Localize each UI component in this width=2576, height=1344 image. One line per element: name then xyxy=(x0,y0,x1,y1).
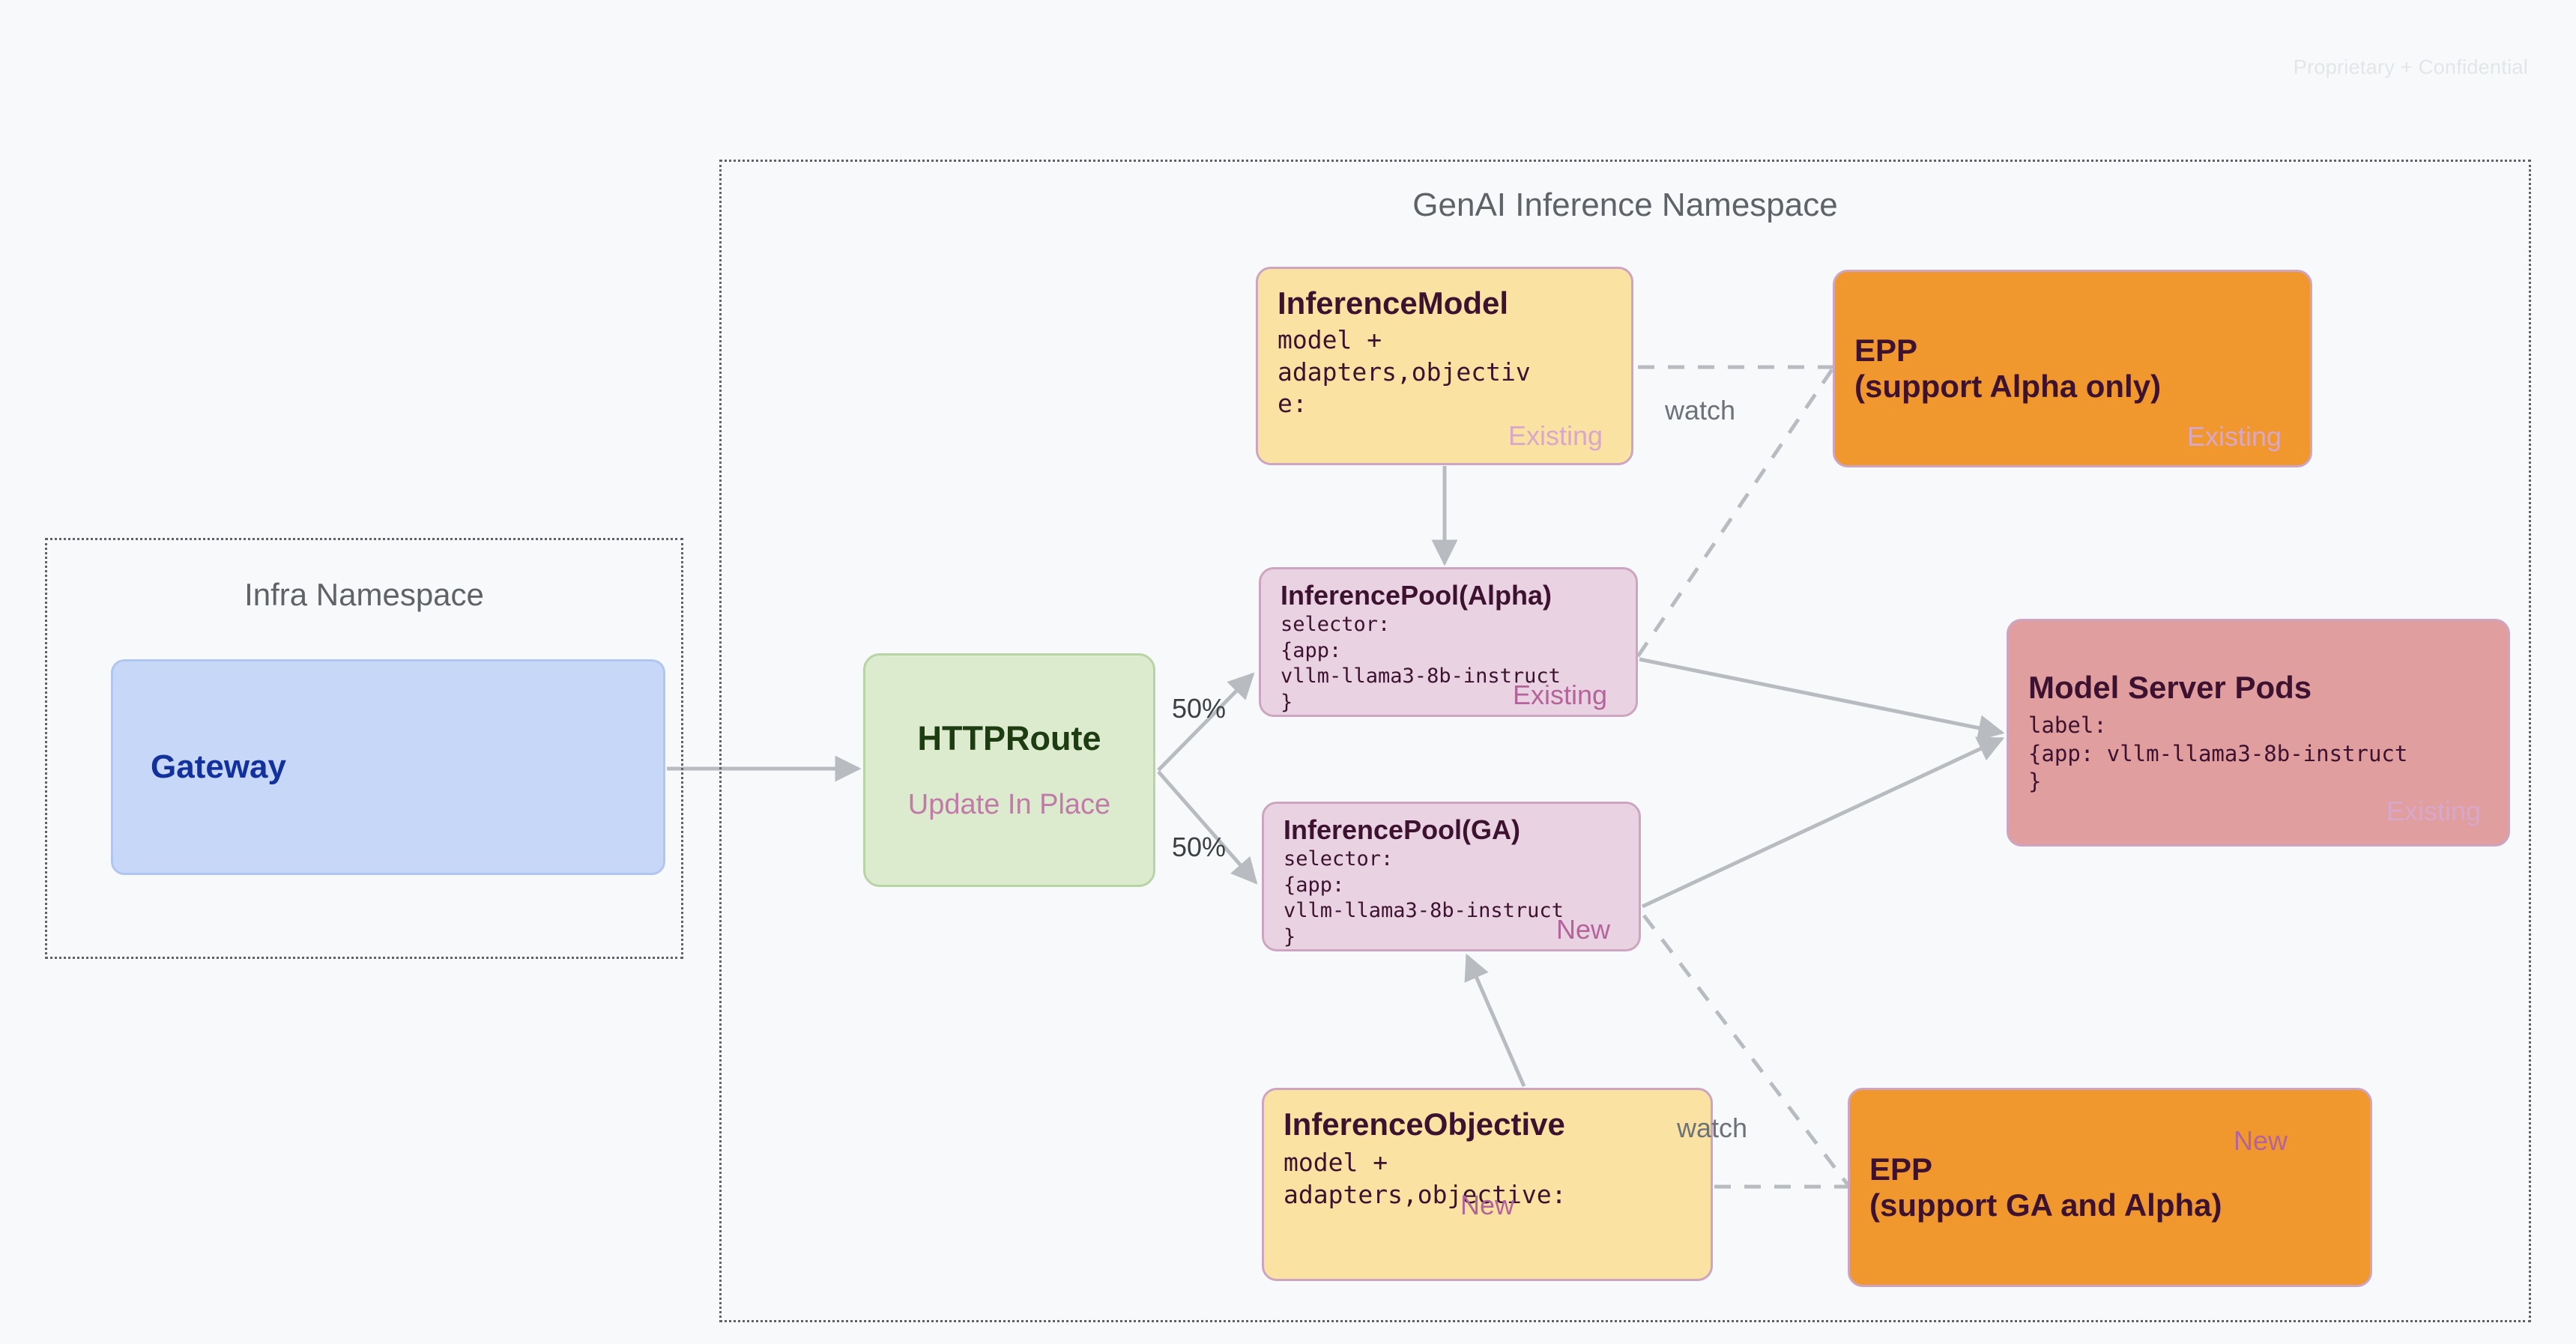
node-httproute[interactable]: HTTPRoute Update In Place xyxy=(863,653,1155,887)
model-pods-status-badge: Existing xyxy=(2386,796,2481,826)
node-epp-alpha[interactable]: EPP (support Alpha only) Existing xyxy=(1833,270,2312,467)
namespace-infra-title: Infra Namespace xyxy=(244,577,484,612)
epp-ga-title: EPP (support GA and Alpha) xyxy=(1869,1151,2222,1223)
httproute-title: HTTPRoute xyxy=(917,718,1101,757)
pool-ga-title: InferencePool(GA) xyxy=(1284,814,1521,845)
namespace-genai-title: GenAI Inference Namespace xyxy=(1412,187,1838,223)
epp-alpha-status-badge: Existing xyxy=(2186,421,2282,452)
inference-model-status-badge: Existing xyxy=(1508,420,1603,451)
pool-alpha-title: InferencePool(Alpha) xyxy=(1281,580,1552,611)
node-inference-pool-ga[interactable]: InferencePool(GA) selector: {app: vllm-l… xyxy=(1262,802,1641,951)
epp-ga-status-badge: New xyxy=(2233,1125,2288,1156)
pool-alpha-status-badge: Existing xyxy=(1512,679,1607,710)
node-gateway[interactable]: Gateway xyxy=(111,659,665,875)
node-inference-objective[interactable]: InferenceObjective model + adapters,obje… xyxy=(1262,1088,1713,1281)
model-pods-title: Model Server Pods xyxy=(2028,670,2312,706)
namespace-genai: GenAI Inference Namespace xyxy=(719,160,2531,1322)
httproute-subtitle: Update In Place xyxy=(907,789,1111,821)
inference-objective-status-badge: New xyxy=(1460,1190,1515,1220)
namespace-infra: Infra Namespace xyxy=(45,538,683,959)
pool-ga-status-badge: New xyxy=(1555,914,1610,945)
node-inference-model[interactable]: InferenceModel model + adapters,objectiv… xyxy=(1256,267,1633,465)
pool-ga-body: selector: {app: vllm-llama3-8b-instruct … xyxy=(1284,847,1564,949)
node-model-server-pods[interactable]: Model Server Pods label: {app: vllm-llam… xyxy=(2007,619,2510,847)
edge-label-watch-top: watch xyxy=(1665,395,1736,426)
inference-model-title: InferenceModel xyxy=(1278,285,1509,321)
node-epp-ga[interactable]: EPP (support GA and Alpha) New xyxy=(1848,1088,2372,1287)
epp-alpha-title: EPP (support Alpha only) xyxy=(1854,332,2162,404)
inference-model-body: model + adapters,objectiv e: xyxy=(1278,325,1531,418)
gateway-title: Gateway xyxy=(151,748,286,785)
node-inference-pool-alpha[interactable]: InferencePool(Alpha) selector: {app: vll… xyxy=(1259,567,1638,717)
confidential-watermark: Proprietary + Confidential xyxy=(2293,55,2528,79)
inference-objective-title: InferenceObjective xyxy=(1284,1107,1565,1142)
pool-alpha-body: selector: {app: vllm-llama3-8b-instruct … xyxy=(1281,613,1561,715)
edge-label-watch-bottom: watch xyxy=(1677,1113,1748,1143)
inference-objective-body: model + adapters,objective: xyxy=(1284,1148,1567,1209)
model-pods-body: label: {app: vllm-llama3-8b-instruct } xyxy=(2028,712,2408,794)
edge-label-split-bottom: 50% xyxy=(1172,832,1227,862)
edge-label-split-top: 50% xyxy=(1172,693,1227,724)
